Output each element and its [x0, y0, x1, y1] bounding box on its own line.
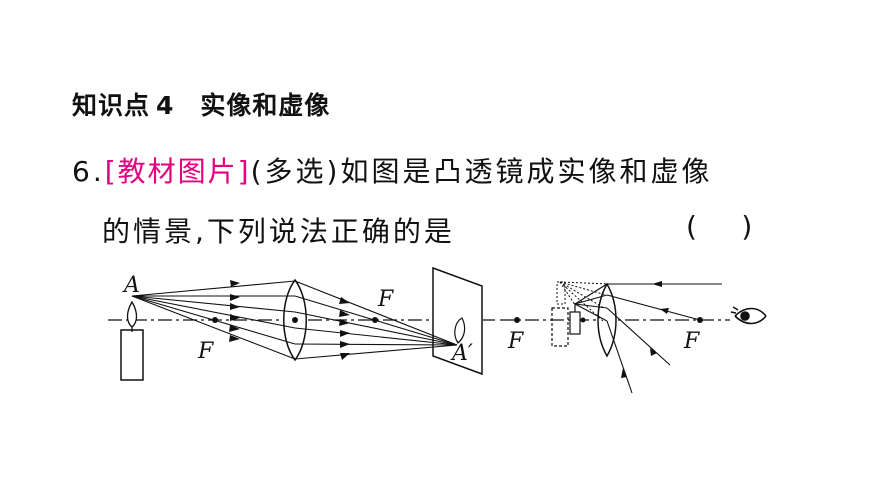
virtual-image-diagram: F F [500, 281, 767, 394]
object-label-a: A [122, 273, 140, 298]
question-stem-part1: 如图是凸透镜成实像和虚像 [340, 155, 713, 188]
image-label-a-prime: A′ [450, 341, 473, 366]
candle-flame [126, 300, 138, 328]
real-image-diagram: A F F A′ [108, 266, 495, 381]
candle-body [120, 329, 144, 381]
focus-label-right-2: F [683, 329, 700, 354]
focus-label-right-1: F [507, 329, 524, 354]
focal-point-right-2 [697, 317, 703, 323]
focal-point-left-2 [372, 317, 378, 323]
question-note: (多选) [250, 155, 341, 188]
virtual-candle [551, 307, 569, 347]
section-number: 4 [156, 91, 175, 120]
screen [432, 266, 483, 376]
question-stem-part2: 的情景,下列说法正确的是 [102, 215, 455, 248]
section-title-text: 实像和虚像 [200, 91, 331, 120]
focal-point-right-1 [514, 317, 520, 323]
focal-point-left-1 [212, 317, 218, 323]
lens-center-left [292, 317, 298, 323]
answer-blank[interactable]: ( ) [686, 210, 753, 243]
question-number: 6. [72, 155, 105, 188]
section-label: 知识点 [72, 91, 151, 120]
focus-label-left-1: F [197, 339, 214, 364]
focus-label-left-2: F [377, 287, 394, 312]
question-line-1: 6.[教材图片](多选)如图是凸透镜成实像和虚像 [72, 150, 712, 190]
inverted-flame-image [454, 317, 466, 344]
convex-lens-right [597, 282, 617, 358]
small-candle [569, 311, 581, 335]
question-tag: [教材图片] [104, 155, 251, 188]
eye-icon [730, 306, 767, 325]
